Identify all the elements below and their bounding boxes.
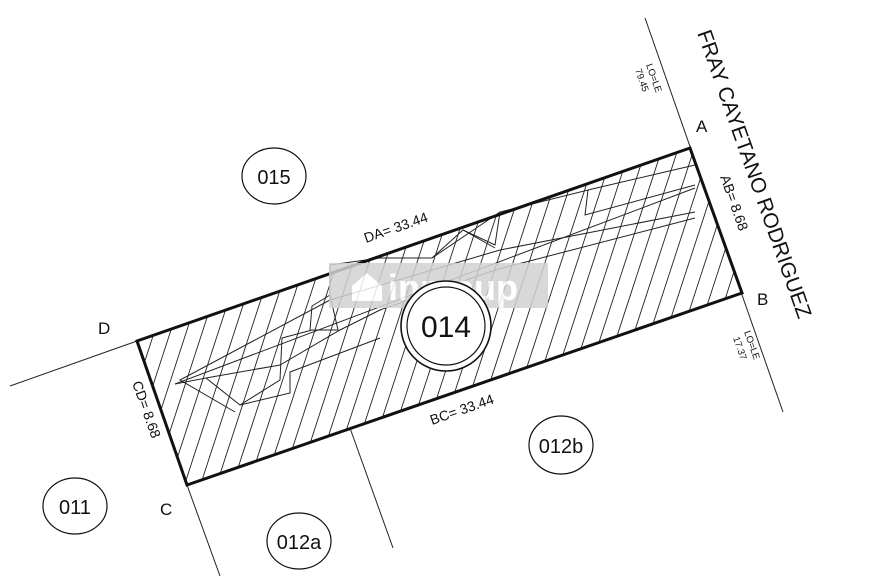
measurement-da: DA= 33.44 [362,209,430,246]
neighbor-line-d [9,340,138,387]
lot-012a-label: 012a [277,532,322,554]
lot-012b-label: 012b [539,436,584,458]
hatch-line [816,100,878,560]
corner-a-label: A [696,117,708,136]
corner-c-label: C [160,500,172,519]
lot-011-marker: 011 [42,477,108,535]
hatch-line [527,148,679,485]
hatch-line [768,100,878,560]
lot-012a-marker: 012a [266,512,332,570]
hatch-line [575,148,727,485]
hatch-line [864,100,878,560]
hatch-line [543,148,695,485]
measurement-bc: BC= 33.44 [428,391,496,428]
hatch-line [784,100,878,560]
lot-012b-marker: 012b [528,415,594,475]
hatch-line [800,100,878,560]
lot-014-boundary [135,146,744,487]
corner-b-label: B [757,290,768,309]
corner-d-label: D [98,319,110,338]
neighbor-line-012 [349,427,394,549]
hatch-line [479,148,631,485]
lot-015-marker: 015 [241,147,307,205]
hatch-line [591,148,742,485]
house-icon [352,273,382,301]
hatch-line [639,148,742,485]
lot-011-label: 011 [59,497,91,519]
measurement-cd: CD= 8.68 [129,379,164,441]
street-name: FRAY CAYETANO RODRIGUEZ [692,27,815,322]
lot-014-label: 014 [421,311,471,344]
hatch-line [703,148,742,485]
hatch-line [848,100,878,560]
lot-015-label: 015 [257,167,290,189]
hatch-line [752,100,878,560]
hatch-line [137,148,263,485]
hatch-line [832,100,878,560]
lot-014-marker: 014 [400,280,492,372]
hatch-line [495,148,647,485]
neighbor-line-c [186,484,221,576]
